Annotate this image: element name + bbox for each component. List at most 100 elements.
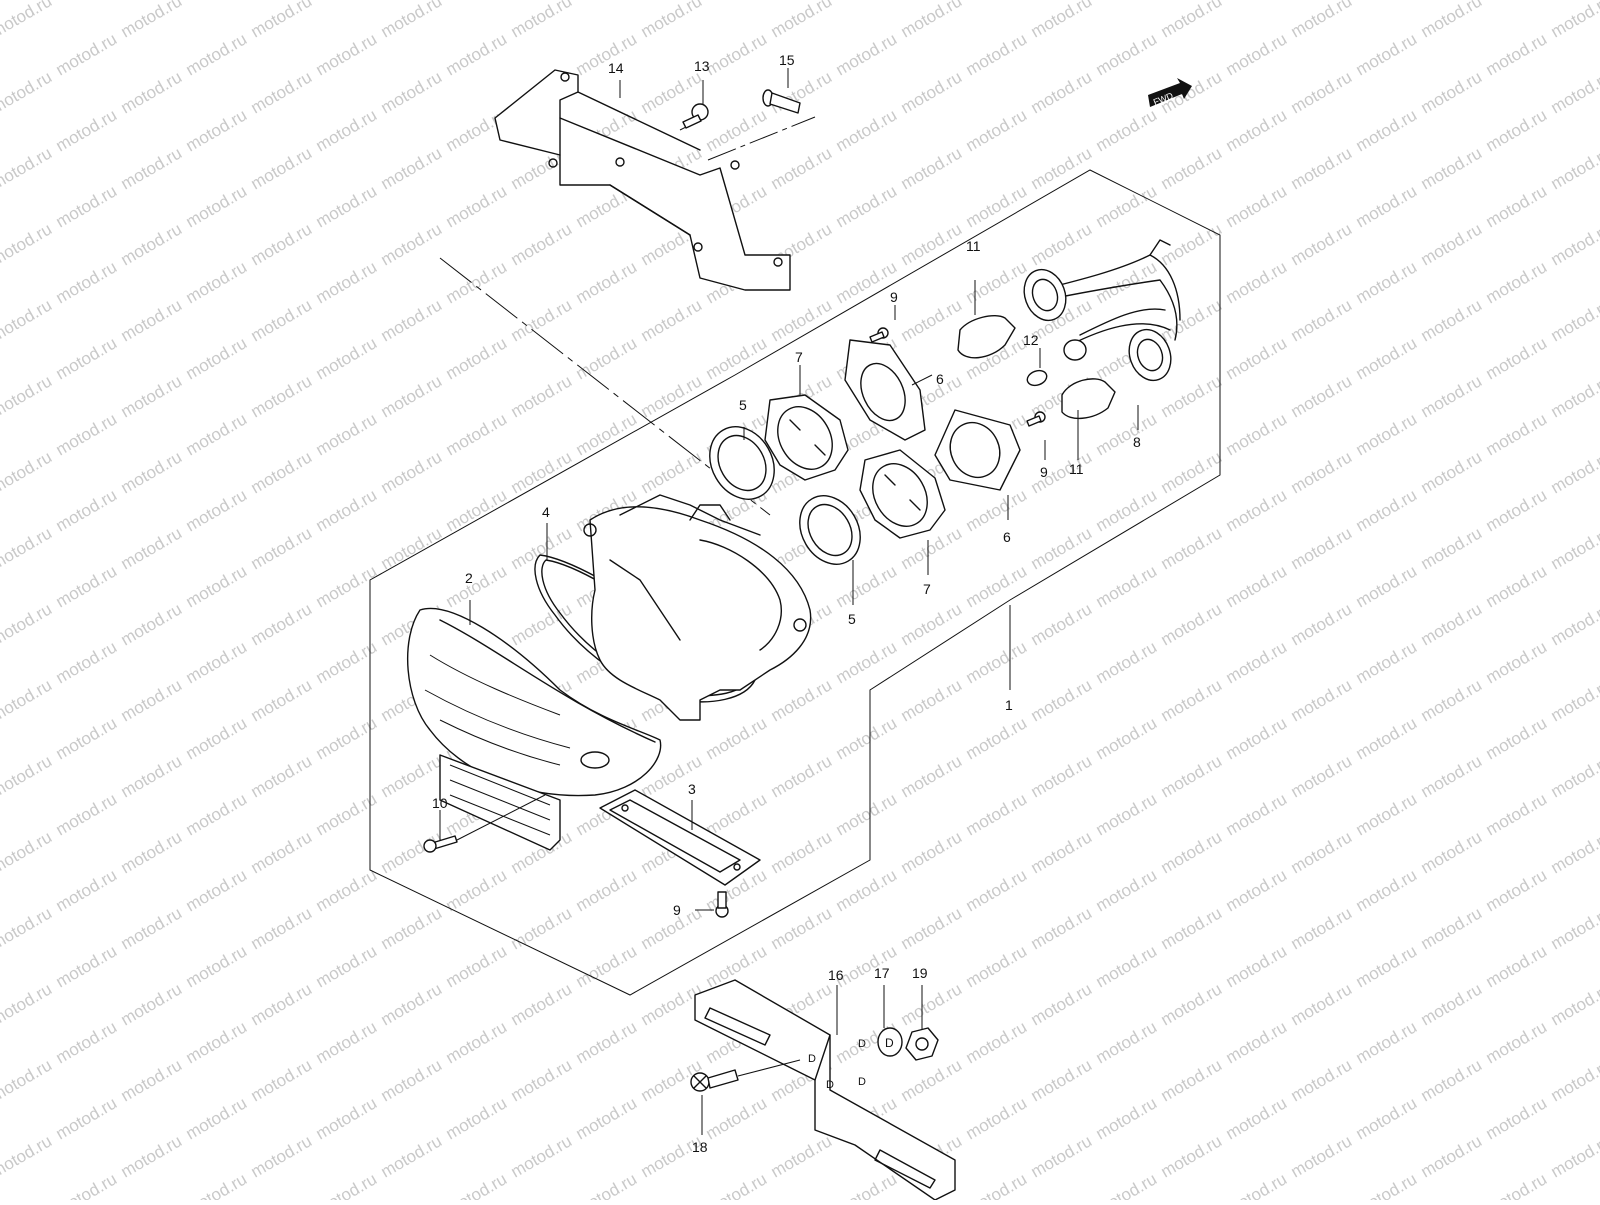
part-13-bolt[interactable] xyxy=(683,104,708,128)
part-7-flange-upper[interactable] xyxy=(765,395,848,480)
watermark-text: motod.ru xyxy=(1353,181,1421,231)
watermark-text: motod.ru xyxy=(1418,523,1486,573)
watermark-text: motod.ru xyxy=(118,751,186,801)
watermark-text: motod.ru xyxy=(1483,865,1551,915)
part-9-screw-lower[interactable] xyxy=(716,892,728,917)
callout-2: 2 xyxy=(465,570,473,586)
watermark-text: motod.ru xyxy=(248,0,316,41)
watermark-text: motod.ru xyxy=(53,485,121,535)
watermark-text: motod.ru xyxy=(1548,979,1600,1029)
watermark-text: motod.ru xyxy=(1028,1131,1096,1181)
part-19-nut[interactable] xyxy=(906,1028,938,1060)
watermark-text: motod.ru xyxy=(573,29,641,79)
callout-4: 4 xyxy=(542,504,550,520)
watermark-text: motod.ru xyxy=(963,789,1031,839)
callout-8: 8 xyxy=(1133,434,1141,450)
watermark-text: motod.ru xyxy=(1483,257,1551,307)
svg-text:D: D xyxy=(885,1036,894,1050)
watermark-text: motod.ru xyxy=(443,333,511,383)
callout-11a: 11 xyxy=(966,238,981,254)
watermark-text: motod.ru xyxy=(508,371,576,421)
watermark-text: motod.ru xyxy=(508,447,576,497)
watermark-text: motod.ru xyxy=(833,0,901,3)
watermark-text: motod.ru xyxy=(963,485,1031,535)
watermark-text: motod.ru xyxy=(1288,295,1356,345)
part-17-washer[interactable]: D xyxy=(878,1028,902,1056)
watermark-text: motod.ru xyxy=(833,561,901,611)
part-6-plate-upper[interactable] xyxy=(845,340,925,440)
watermark-text: motod.ru xyxy=(1223,1017,1291,1067)
watermark-text: motod.ru xyxy=(963,1093,1031,1143)
watermark-text: motod.ru xyxy=(1483,333,1551,383)
watermark-text: motod.ru xyxy=(508,599,576,649)
watermark-text: motod.ru xyxy=(963,1169,1031,1200)
watermark-text: motod.ru xyxy=(118,1055,186,1105)
watermark-text: motod.ru xyxy=(313,1169,381,1200)
watermark-text: motod.ru xyxy=(703,0,771,3)
watermark-text: motod.ru xyxy=(1483,637,1551,687)
part-9-screw-right[interactable] xyxy=(1027,412,1045,426)
watermark-text: motod.ru xyxy=(1093,1017,1161,1067)
watermark-text: motod.ru xyxy=(0,143,55,193)
watermark-text: motod.ru xyxy=(1288,447,1356,497)
watermark-text: motod.ru xyxy=(1353,1093,1421,1143)
watermark-text: motod.ru xyxy=(508,979,576,1029)
watermark-text: motod.ru xyxy=(638,0,706,41)
watermark-text: motod.ru xyxy=(898,751,966,801)
watermark-text: motod.ru xyxy=(378,447,446,497)
watermark-text: motod.ru xyxy=(378,1131,446,1181)
watermark-text: motod.ru xyxy=(1158,447,1226,497)
watermark-text: motod.ru xyxy=(833,29,901,79)
watermark-text: motod.ru xyxy=(248,827,316,877)
watermark-text: motod.ru xyxy=(1223,865,1291,915)
watermark-text: motod.ru xyxy=(443,1169,511,1200)
watermark-text: motod.ru xyxy=(573,1169,641,1200)
watermark-text: motod.ru xyxy=(898,979,966,1029)
watermark-text: motod.ru xyxy=(833,105,901,155)
watermark-text: motod.ru xyxy=(508,219,576,269)
watermark-text: motod.ru xyxy=(1548,447,1600,497)
watermark-text: motod.ru xyxy=(898,599,966,649)
watermark-text: motod.ru xyxy=(313,485,381,535)
watermark-text: motod.ru xyxy=(0,0,55,41)
watermark-text: motod.ru xyxy=(183,409,251,459)
watermark-text: motod.ru xyxy=(183,257,251,307)
watermark-text: motod.ru xyxy=(0,751,55,801)
watermark-text: motod.ru xyxy=(53,0,121,3)
watermark-text: motod.ru xyxy=(183,1017,251,1067)
watermark-text: motod.ru xyxy=(1028,523,1096,573)
watermark-text: motod.ru xyxy=(768,1131,836,1181)
watermark-text: motod.ru xyxy=(703,333,771,383)
part-5-ring-lower[interactable] xyxy=(788,485,872,575)
watermark-text: motod.ru xyxy=(1418,219,1486,269)
watermark-text: motod.ru xyxy=(1028,903,1096,953)
watermark-text: motod.ru xyxy=(963,105,1031,155)
watermark-text: motod.ru xyxy=(1028,447,1096,497)
callout-6b: 6 xyxy=(1003,529,1011,545)
watermark-text: motod.ru xyxy=(1223,409,1291,459)
part-12-bulb-small[interactable] xyxy=(1025,368,1049,388)
watermark-text: motod.ru xyxy=(1028,219,1096,269)
part-1-housing[interactable] xyxy=(584,495,811,720)
watermark-text: motod.ru xyxy=(248,599,316,649)
callout-17: 17 xyxy=(874,965,890,981)
watermark-text: motod.ru xyxy=(1548,1055,1600,1105)
watermark-text: motod.ru xyxy=(1223,1093,1291,1143)
callout-7b: 7 xyxy=(923,581,931,597)
watermark-text: motod.ru xyxy=(1028,979,1096,1029)
watermark-text: motod.ru xyxy=(963,257,1031,307)
watermark-text: motod.ru xyxy=(443,29,511,79)
watermark-text: motod.ru xyxy=(248,1131,316,1181)
watermark-text: motod.ru xyxy=(1223,713,1291,763)
callout-3: 3 xyxy=(688,781,696,797)
watermark-text: motod.ru xyxy=(1418,295,1486,345)
watermark-text: motod.ru xyxy=(508,0,576,41)
watermark-text: motod.ru xyxy=(1223,333,1291,383)
watermark-text: motod.ru xyxy=(768,143,836,193)
watermark-text: motod.ru xyxy=(248,979,316,1029)
watermark-text: motod.ru xyxy=(313,105,381,155)
watermark-text: motod.ru xyxy=(1353,713,1421,763)
watermark-text: motod.ru xyxy=(1028,1055,1096,1105)
watermark-text: motod.ru xyxy=(1548,295,1600,345)
callout-14: 14 xyxy=(608,60,624,76)
